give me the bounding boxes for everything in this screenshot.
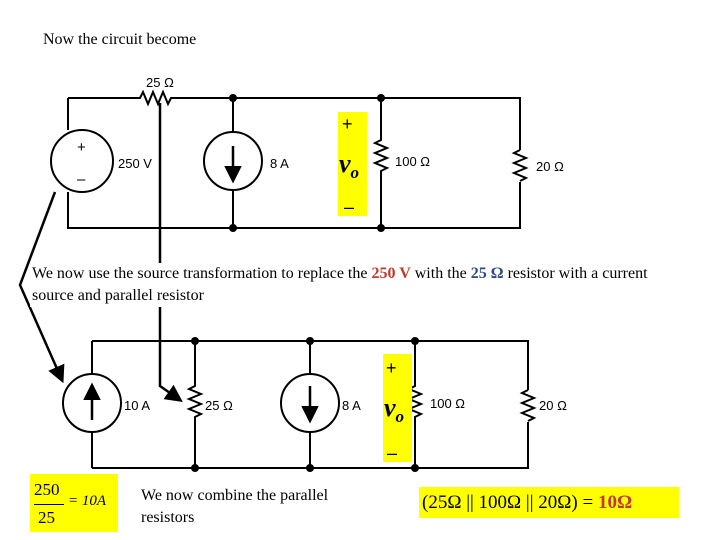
paragraph-part1: We now use the source transformation to … <box>32 265 372 282</box>
c2-top-wire <box>92 340 529 390</box>
equation-right: (25Ω || 100Ω || 20Ω) = 10Ω <box>419 487 679 518</box>
c1-vo: vo <box>339 149 359 182</box>
c1-nodes <box>229 94 385 232</box>
c2-vo-main: v <box>384 393 396 422</box>
c2-vo-highlight <box>383 354 412 462</box>
c2-label-r1: 100 Ω <box>430 396 465 411</box>
c2-vo-plus: + <box>386 358 397 378</box>
c1-resistor-25 <box>135 89 182 107</box>
eq-right-expression: (25Ω || 100Ω || 20Ω) = <box>422 492 598 513</box>
c1-label-r1: 100 Ω <box>395 154 430 169</box>
arrow-resistor-to-parallel-resistor <box>158 103 183 403</box>
c1-top-wire <box>67 97 521 150</box>
c2-nodes <box>191 337 419 472</box>
c1-voltage-source <box>50 129 114 193</box>
eq-fraction-line <box>34 504 64 505</box>
c1-vo-highlight <box>338 112 367 216</box>
paragraph-voltage: 250 V <box>371 265 411 282</box>
c2-vo: vo <box>384 393 404 426</box>
c2-bottom-wire <box>92 422 529 469</box>
c1-vo-sub: o <box>351 163 360 182</box>
c1-vo-minus: – <box>344 197 354 217</box>
heading: Now the circuit become <box>43 31 197 48</box>
arrow-source-to-current-source <box>18 191 65 384</box>
c1-label-r2: 20 Ω <box>536 159 564 174</box>
c2-resistor-20 <box>519 389 537 422</box>
combine-text: We now combine the parallel resistors <box>141 487 329 526</box>
c2-vo-minus: – <box>387 443 397 463</box>
paragraph-part2: with the <box>410 265 471 282</box>
c1-bottom-wire <box>67 182 521 229</box>
eq-result: = 10A <box>68 493 107 509</box>
c1-label-r-series: 25 Ω <box>146 75 174 90</box>
c1-vo-main: v <box>339 149 351 178</box>
c2-label-current-2: 8 A <box>342 398 361 413</box>
c2-vo-sub: o <box>396 407 405 426</box>
c2-label-r2: 20 Ω <box>539 398 567 413</box>
c2-label-current-1: 10 A <box>124 398 150 413</box>
c1-label-current: 8 A <box>270 156 289 171</box>
c1-vo-plus: + <box>342 114 353 134</box>
c1-label-source-voltage: 250 V <box>118 156 152 171</box>
equation-left: 250 25 = 10A <box>30 474 118 532</box>
c2-resistor-25 <box>186 341 204 468</box>
c1-resistor-20 <box>511 149 529 182</box>
transformation-paragraph: We now use the source transformation to … <box>30 263 694 307</box>
eq-denominator: 25 <box>38 508 55 527</box>
c2-label-r-parallel: 25 Ω <box>205 398 233 413</box>
circuit-2 <box>91 340 537 469</box>
c1-source-minus: – <box>77 171 86 188</box>
paragraph-part3: resistor with a current source and paral… <box>32 265 648 304</box>
circuit-1 <box>67 89 529 229</box>
c1-source-plus: + <box>77 139 86 156</box>
paragraph-resistance: 25 Ω <box>470 265 504 282</box>
eq-right-result: 10Ω <box>597 492 633 513</box>
eq-numerator: 250 <box>34 480 60 499</box>
c1-resistor-100 <box>372 98 390 228</box>
